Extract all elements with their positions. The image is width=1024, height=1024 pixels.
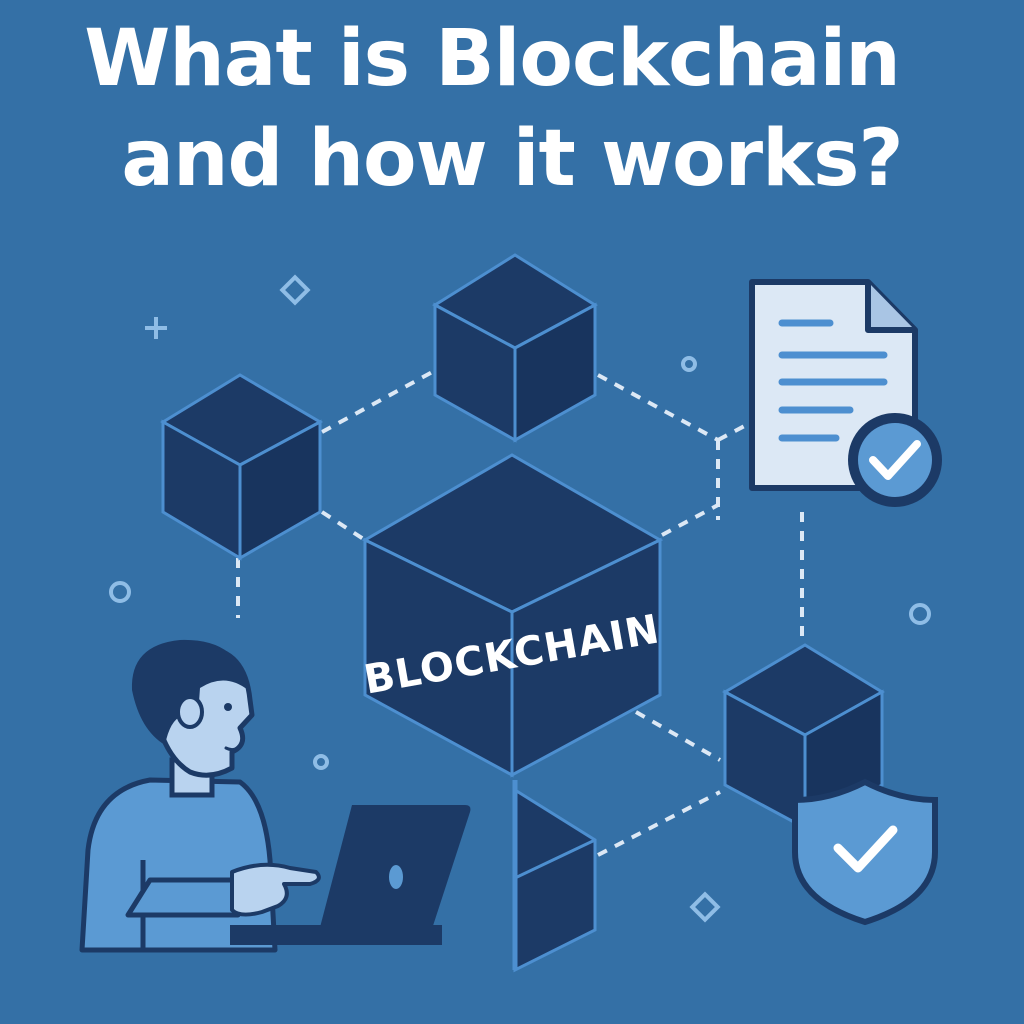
laptop-logo <box>389 865 403 889</box>
connector-left-top <box>321 368 437 434</box>
sparkle-dot-1 <box>681 356 697 372</box>
title-line-1: What is Blockchain <box>84 14 901 104</box>
connector-right-doc <box>717 420 753 442</box>
sparkle-dot-3 <box>909 603 931 625</box>
shield-check-icon <box>792 778 938 926</box>
sparkle-dot-4 <box>313 754 329 770</box>
connector-bottom-br <box>597 790 721 857</box>
decorative-sparkles <box>109 274 931 923</box>
laptop-icon <box>230 805 471 945</box>
person-icon <box>79 639 321 953</box>
title-line-2: and how it works? <box>121 114 903 204</box>
connector-left-center <box>320 510 370 544</box>
connector-center-br <box>635 710 721 762</box>
connector-center-right <box>661 503 719 537</box>
block-cube-top <box>432 253 598 443</box>
connector-top-right <box>597 373 719 442</box>
check-badge-icon <box>848 413 942 507</box>
block-cube-bottom <box>512 780 597 973</box>
sparkle-diamond-bottom <box>689 891 721 923</box>
block-cube-left <box>160 373 324 561</box>
connection-lines <box>236 368 804 857</box>
sparkle-dot-2 <box>109 581 131 603</box>
sparkle-diamond-top <box>279 274 311 306</box>
block-cube-center: BLOCKCHAIN <box>361 453 663 778</box>
